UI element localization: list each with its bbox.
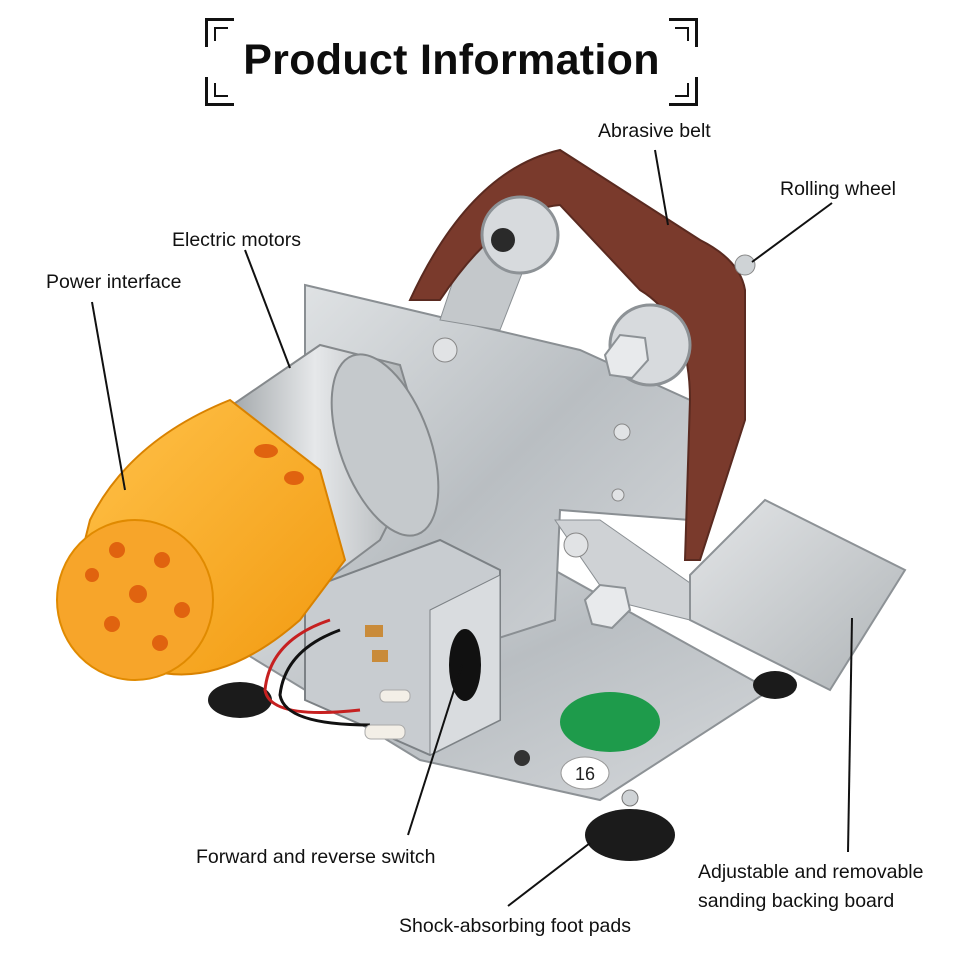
pulley-bolt [491, 228, 515, 252]
frame-corner [205, 18, 234, 47]
base-sticker-text: 16 [575, 764, 595, 784]
callout-line-foot-pads [507, 842, 591, 907]
label-forward-reverse-switch: Forward and reverse switch [196, 846, 436, 868]
callout-line-power-interface [91, 301, 126, 491]
label-power-interface: Power interface [46, 271, 182, 293]
callout-line-switch [407, 664, 463, 836]
base-sticker [560, 756, 610, 790]
foot-pad [753, 671, 797, 699]
frame-corner-inner [214, 83, 228, 97]
title-frame: Product Information [205, 18, 698, 106]
sanding-backing-board [689, 498, 907, 692]
hex-nut [603, 333, 650, 380]
wire-connector [379, 689, 411, 703]
plate-screw [432, 337, 458, 363]
vent-hole [85, 568, 99, 582]
terminal [372, 650, 388, 662]
callout-line-rolling-wheel [751, 202, 833, 263]
motor-end [330, 353, 440, 537]
vent-hole [104, 616, 120, 632]
frame-corner-inner [214, 27, 228, 41]
base-hole [514, 750, 530, 766]
terminal [365, 625, 383, 637]
vent-hole [129, 585, 147, 603]
label-abrasive-belt: Abrasive belt [598, 120, 711, 142]
frame-corner [205, 77, 234, 106]
plate-screw [613, 423, 631, 441]
vent-hole [174, 602, 190, 618]
frame-corner-inner [675, 27, 689, 41]
vent-slot [254, 444, 278, 458]
vent-slot [284, 471, 304, 485]
callout-line-abrasive-belt [654, 149, 669, 226]
callout-line-electric-motors [244, 249, 291, 369]
base-screw [621, 789, 639, 807]
axle-end [734, 254, 756, 276]
vent-hole [152, 635, 168, 651]
frame-corner-inner [675, 83, 689, 97]
frame-corner [669, 77, 698, 106]
label-electric-motors: Electric motors [172, 229, 301, 251]
label-backing-board-line1: Adjustable and removable [698, 861, 924, 883]
label-foot-pads: Shock-absorbing foot pads [399, 915, 631, 937]
plate-screw [611, 488, 625, 502]
label-rolling-wheel: Rolling wheel [780, 178, 896, 200]
frame-corner [669, 18, 698, 47]
wire-black [278, 628, 371, 727]
vent-hole [154, 552, 170, 568]
qc-badge [560, 692, 660, 752]
lower-screw [563, 532, 589, 558]
top-pulley [480, 195, 560, 275]
wire-connector [364, 724, 406, 740]
callout-line-backing-board [847, 617, 853, 853]
foot-pad [208, 682, 272, 718]
foot-pad [585, 809, 675, 861]
label-backing-board-line2: sanding backing board [698, 890, 895, 912]
page-title: Product Information [243, 36, 660, 84]
lower-hex-nut [583, 583, 632, 630]
vent-hole [109, 542, 125, 558]
wire-red [263, 618, 361, 714]
